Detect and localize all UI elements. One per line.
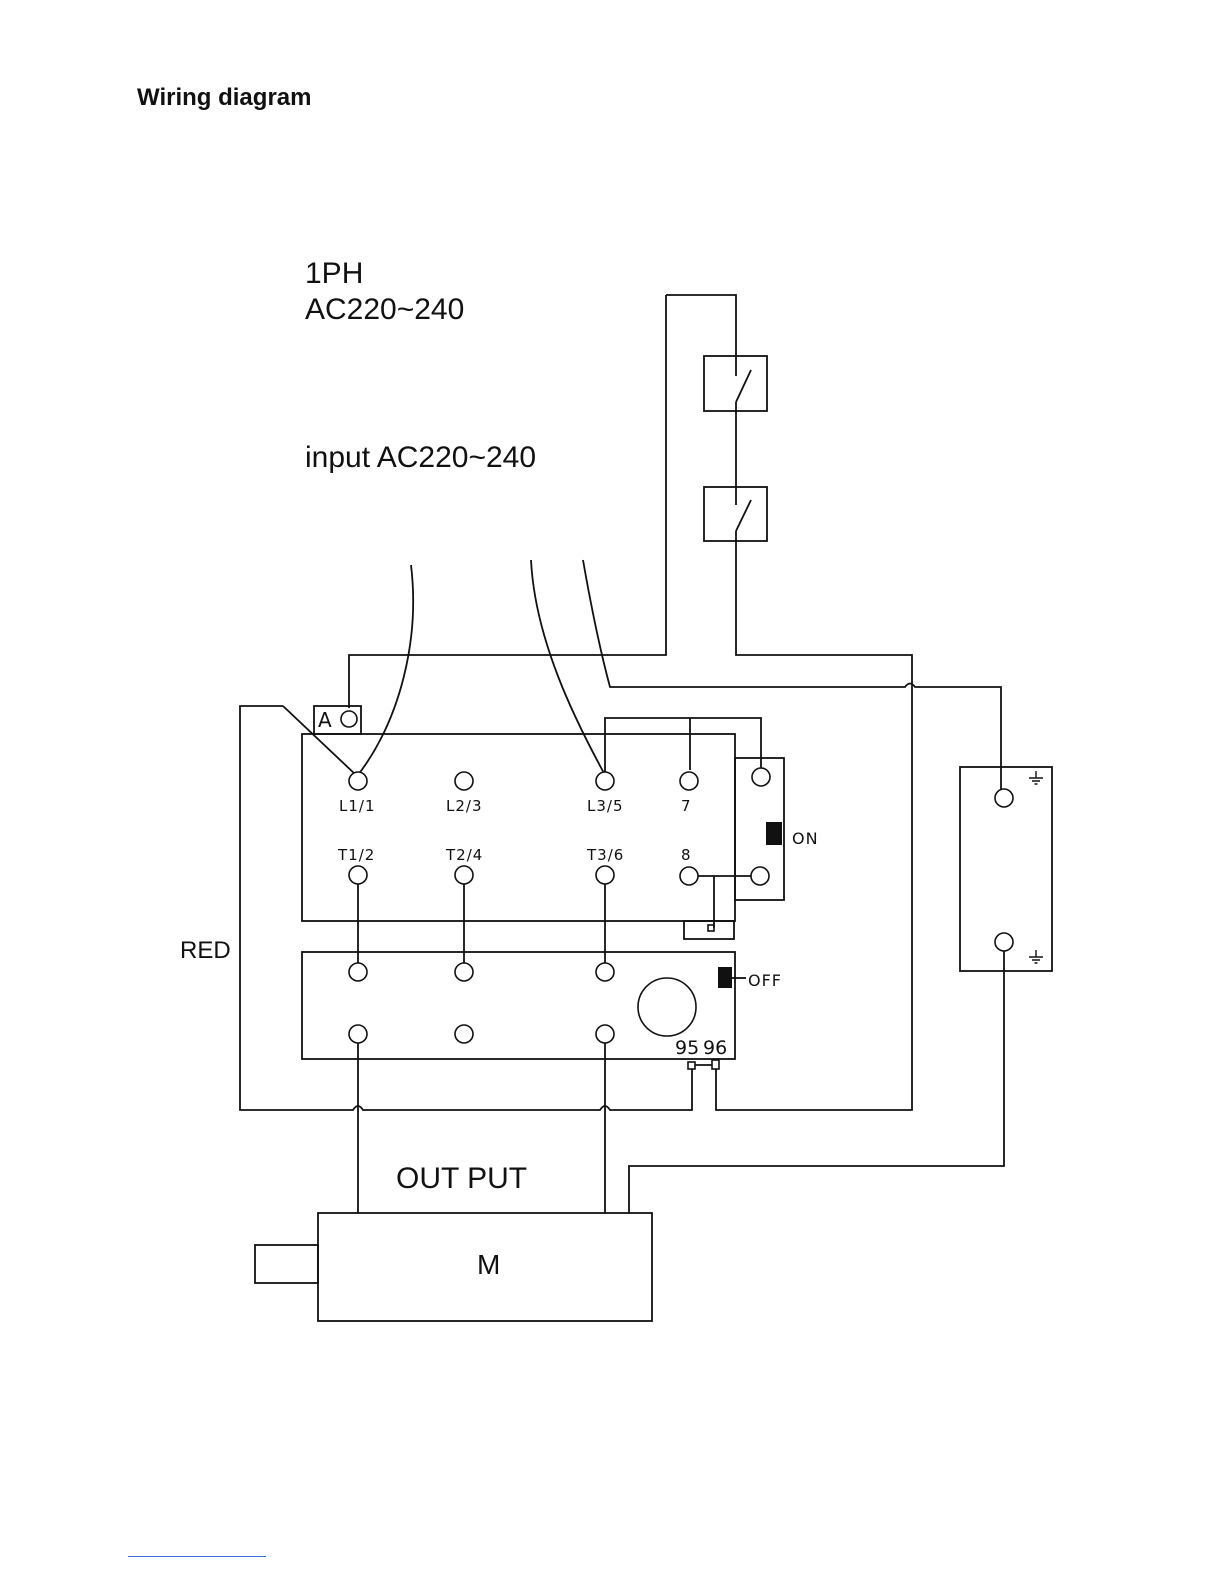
label-l2: L2/3: [446, 797, 483, 815]
red-wire-label: RED: [180, 937, 231, 964]
limit-switch-upper: [704, 356, 767, 411]
contact-95-label: 95: [675, 1037, 699, 1059]
footer-rule: [128, 1556, 266, 1557]
ammeter-terminal: [341, 711, 357, 727]
supply-voltage-label: AC220~240: [305, 293, 464, 326]
on-switch-label: ON: [792, 829, 819, 848]
aux-wire-top: [605, 718, 761, 775]
aux-terminal-top: [752, 768, 770, 786]
aux-terminal-bottom: [751, 867, 769, 885]
ammeter-block: A: [314, 706, 361, 734]
ground-terminal-top: [995, 789, 1013, 807]
contact-96-terminal: [712, 1060, 719, 1069]
label-l1: L1/1: [339, 797, 376, 815]
overload-out-3: [596, 1025, 614, 1043]
ground-icon-top: [1029, 771, 1043, 784]
contact-95-terminal: [688, 1062, 695, 1069]
output-label: OUT PUT: [396, 1162, 527, 1195]
motor-shaft: [255, 1245, 318, 1283]
label-t3: T3/6: [586, 846, 624, 864]
label-l3: L3/5: [587, 797, 624, 815]
overload-reset-dial: [638, 978, 696, 1036]
ground-terminal-bottom: [995, 933, 1013, 951]
overload-out-2: [455, 1025, 473, 1043]
ammeter-feed-wire: [349, 295, 666, 708]
red-wire: [240, 706, 692, 1110]
overload-in-1: [349, 963, 367, 981]
label-8: 8: [681, 846, 692, 864]
terminal-7: [680, 772, 698, 790]
supply-input-label: input AC220~240: [305, 441, 536, 474]
off-switch-label: OFF: [748, 971, 782, 990]
label-t2: T2/4: [445, 846, 483, 864]
control-loop-wire: [666, 295, 912, 1110]
contact-96-label: 96: [703, 1037, 727, 1059]
ground-icon-bottom: [1029, 950, 1043, 963]
input-wire-ground: [583, 560, 1001, 790]
label-t1: T1/2: [337, 846, 375, 864]
input-wire-l3: [531, 560, 605, 775]
limit-switch-lower: [704, 487, 767, 541]
label-7: 7: [681, 797, 692, 815]
terminal-l3: [596, 772, 614, 790]
motor-label: M: [477, 1249, 500, 1280]
supply-phase-label: 1PH: [305, 257, 363, 290]
input-wire-l1: [358, 565, 413, 775]
terminal-l2: [455, 772, 473, 790]
off-switch: [718, 967, 732, 988]
overload-in-2: [455, 963, 473, 981]
terminal-l1: [349, 772, 367, 790]
terminal-t2: [455, 866, 473, 884]
terminal-t1: [349, 866, 367, 884]
overload-out-1: [349, 1025, 367, 1043]
terminal-8: [680, 867, 698, 885]
terminal-t3: [596, 866, 614, 884]
on-switch: [766, 822, 782, 845]
overload-in-3: [596, 963, 614, 981]
ammeter-label: A: [318, 708, 333, 732]
